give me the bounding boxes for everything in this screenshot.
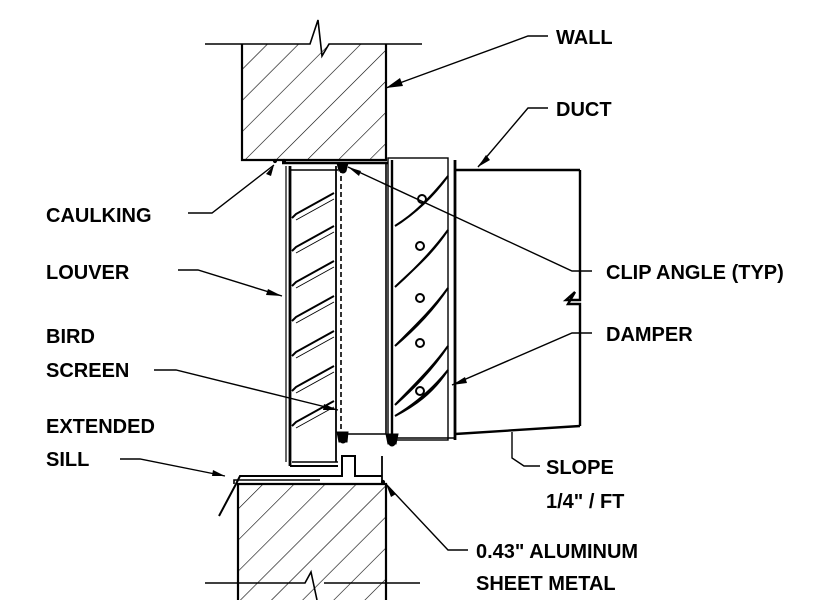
louver-frame xyxy=(282,161,388,467)
duct-sleeve xyxy=(338,163,387,435)
label-aluminum: 0.43" ALUMINUM xyxy=(476,541,638,563)
extended-sill xyxy=(218,455,383,517)
label-bird: BIRD xyxy=(46,326,95,348)
damper-blades xyxy=(394,175,449,417)
lower-wall xyxy=(205,482,420,600)
label-slope-value: 1/4" / FT xyxy=(546,491,624,513)
arrow-heads xyxy=(212,78,490,497)
label-screen: SCREEN xyxy=(46,360,129,382)
label-sheet-metal: SHEET METAL xyxy=(476,573,616,595)
label-wall: WALL xyxy=(556,27,613,49)
duct xyxy=(454,168,582,436)
label-duct: DUCT xyxy=(556,99,612,121)
label-caulking: CAULKING xyxy=(46,205,152,227)
leader-lines xyxy=(120,35,592,551)
label-louver: LOUVER xyxy=(46,262,130,284)
label-sill: SILL xyxy=(46,449,89,471)
label-clip-angle: CLIP ANGLE (TYP) xyxy=(606,262,784,284)
damper-frame xyxy=(387,157,457,441)
label-extended: EXTENDED xyxy=(46,416,155,438)
label-slope: SLOPE xyxy=(546,457,614,479)
label-damper: DAMPER xyxy=(606,324,693,346)
upper-wall xyxy=(205,19,422,162)
louver-blades xyxy=(291,192,335,429)
